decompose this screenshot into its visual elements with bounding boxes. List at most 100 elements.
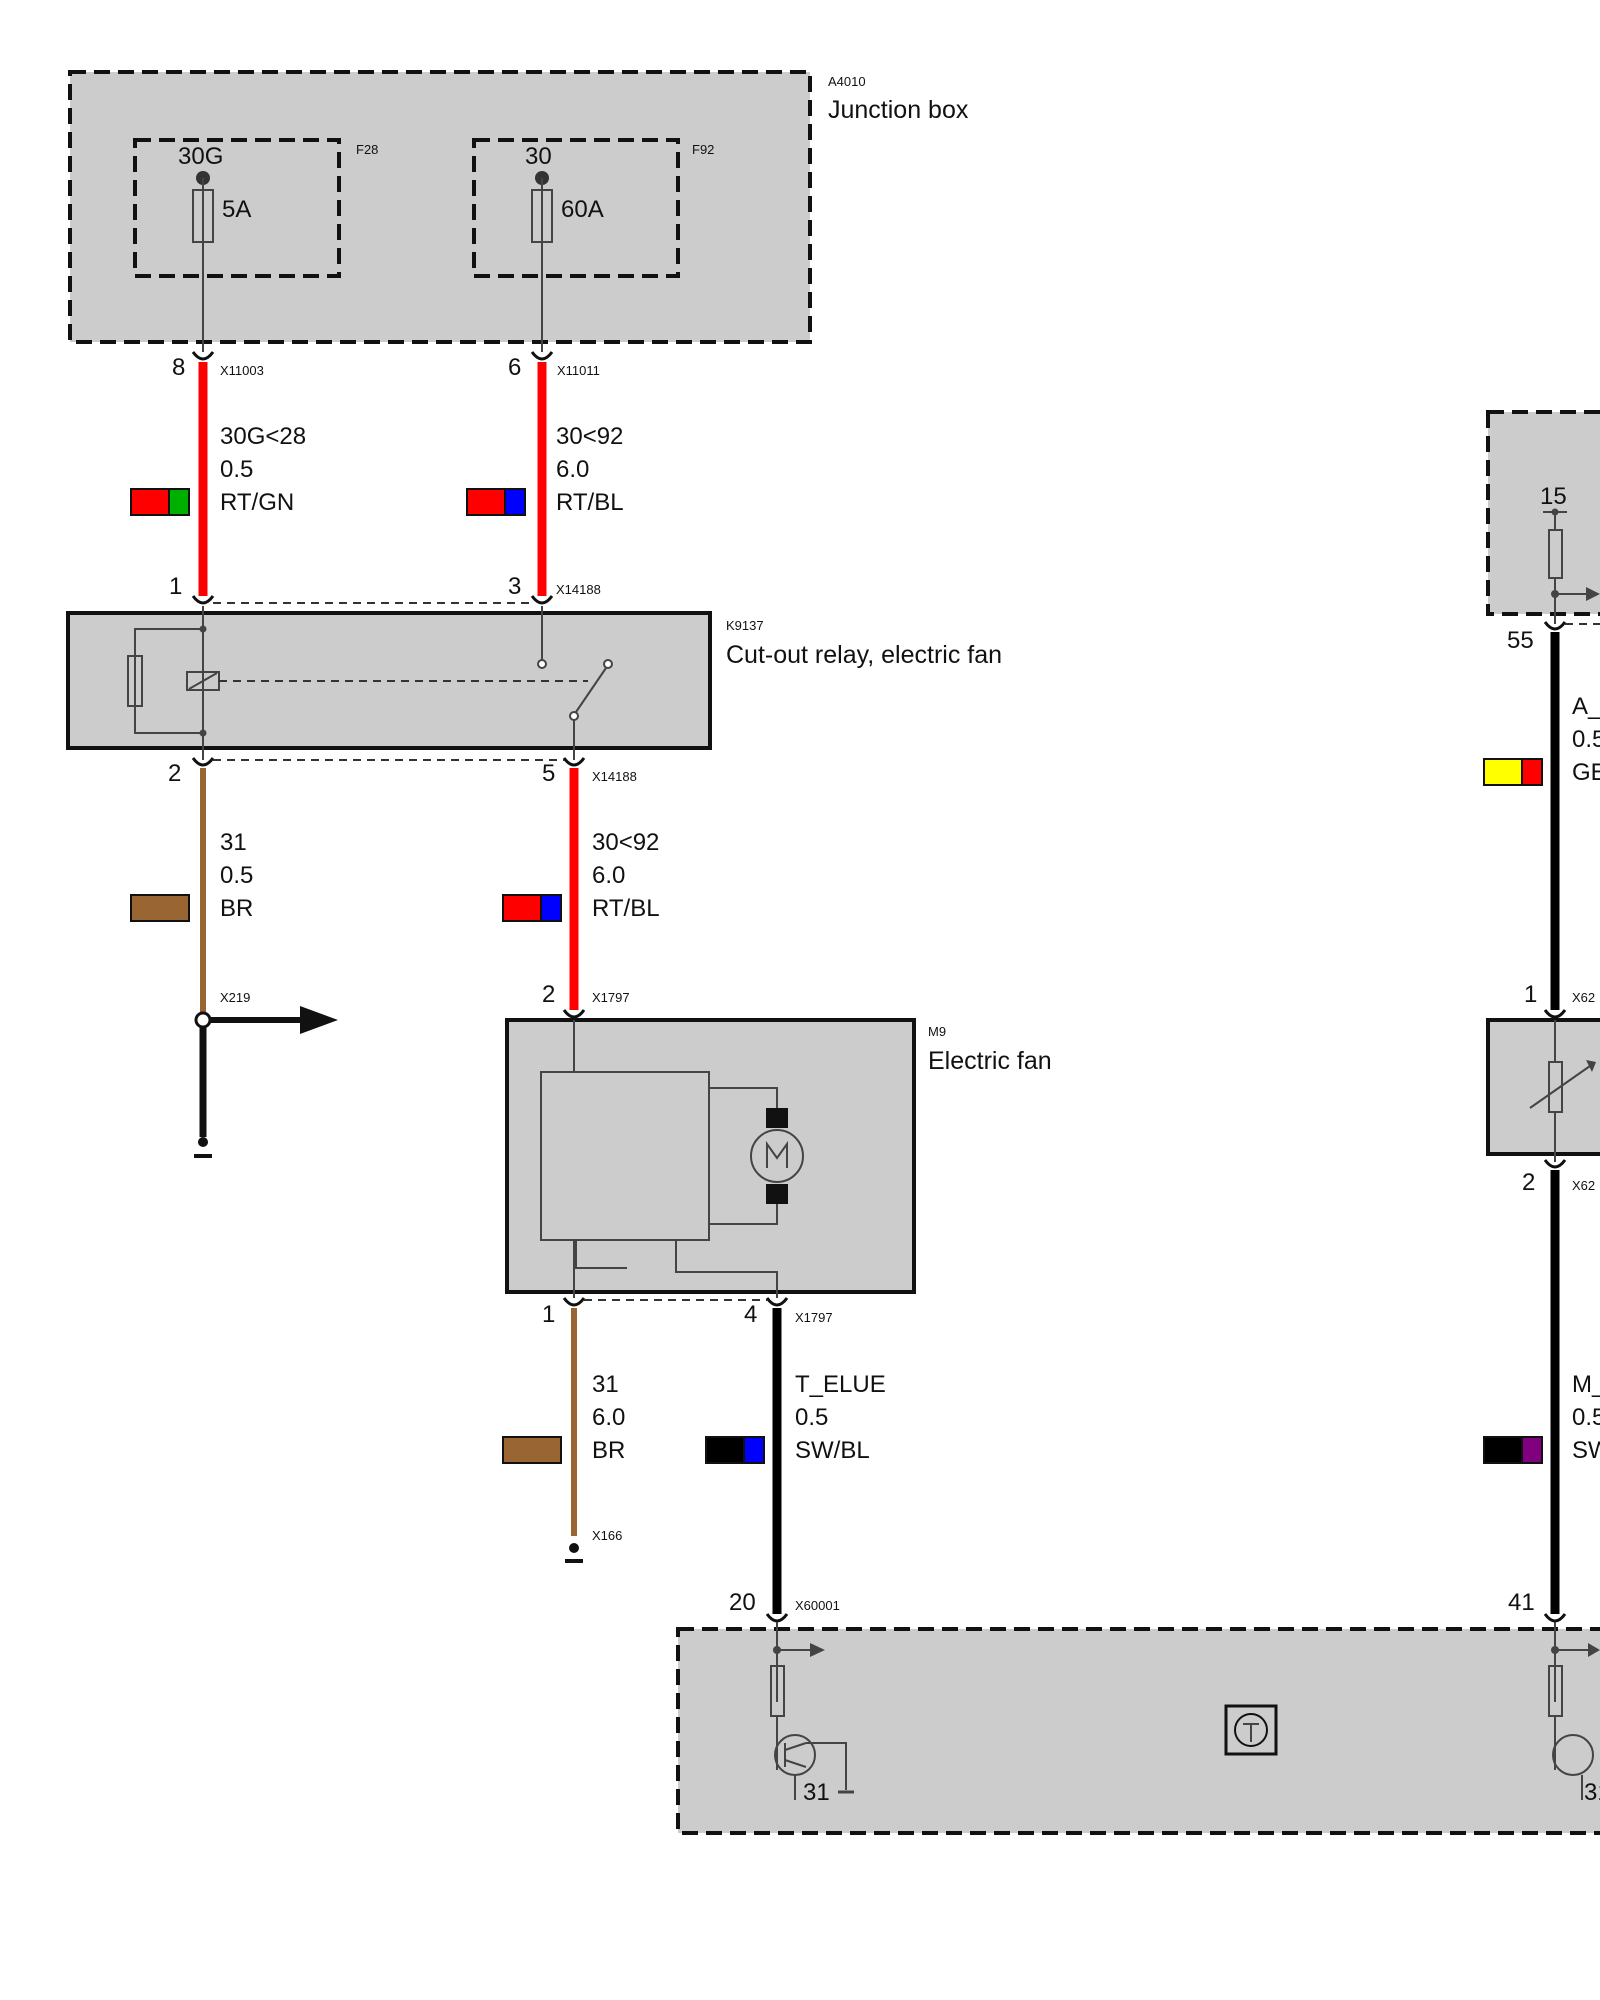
- control-unit-ground-right: 31: [1584, 1779, 1600, 1806]
- relay-switch-contact: [575, 667, 607, 713]
- connector-x14188-top-id: X14188: [556, 582, 601, 597]
- relay-id: K9137: [726, 618, 764, 633]
- wire-br-upper-code: BR: [220, 895, 253, 922]
- wire-sw-signal: M_: [1572, 1371, 1600, 1398]
- connector-x11011-pin: 6: [508, 354, 521, 381]
- wire-sw: M_ 0.5 SW: [1483, 1170, 1600, 1614]
- fuse-f28-rating: 5A: [222, 196, 251, 223]
- fan-name: Electric fan: [928, 1047, 1052, 1075]
- connector-x1797-bottom-right-pin: 4: [744, 1301, 757, 1328]
- connector-right-55: 55: [1507, 621, 1600, 654]
- connector-x11003-id: X11003: [220, 363, 264, 378]
- connector-x166-id: X166: [592, 1528, 622, 1543]
- wire-rt-gn-color-swatch: [130, 488, 190, 516]
- connector-x11003-pin: 8: [172, 354, 185, 381]
- connector-right-55-pin: 55: [1507, 627, 1534, 654]
- wire-ge-gauge: 0.5: [1572, 726, 1600, 753]
- wire-rt-gn-code: RT/GN: [220, 489, 294, 516]
- wire-br-lower-gauge: 6.0: [592, 1404, 625, 1431]
- right-box-top: 15: [1486, 410, 1600, 624]
- connector-x1797-top-pin: 2: [542, 981, 555, 1008]
- connector-x14188-bottom-id: X14188: [592, 769, 637, 784]
- relay-k9137: K9137 Cut-out relay, electric fan: [66, 606, 1002, 760]
- connector-x60001-id: X60001: [795, 1598, 840, 1613]
- wire-br-lower-signal: 31: [592, 1371, 619, 1398]
- connector-x1797-bottom-left-pin: 1: [542, 1301, 555, 1328]
- wire-sw-bl-code: SW/BL: [795, 1437, 870, 1464]
- connector-right-sensor-bottom: 2 X62: [1522, 1159, 1595, 1196]
- processor-icon: [1224, 1704, 1278, 1756]
- wire-rt-gn-gauge: 0.5: [220, 456, 253, 483]
- wire-sw-gauge: 0.5: [1572, 1404, 1600, 1431]
- control-unit-ground-left: 31: [803, 1779, 830, 1806]
- wire-sw-bl-color-swatch: [705, 1436, 765, 1464]
- connector-x14188-bottom-right-pin: 5: [542, 760, 555, 787]
- relay-name: Cut-out relay, electric fan: [726, 641, 1002, 669]
- connector-x14188-bottom-left-pin: 2: [168, 760, 181, 787]
- wire-rt-bl-upper-signal: 30<92: [556, 423, 623, 450]
- wire-br-lower-color-swatch: [502, 1436, 562, 1464]
- right-box-terminal: 15: [1540, 483, 1567, 510]
- wire-rt-bl-lower: 30<92 6.0 RT/BL: [502, 768, 660, 1010]
- wire-rt-bl-upper-color-swatch: [466, 488, 526, 516]
- wire-sw-code: SW: [1572, 1437, 1600, 1464]
- motor-icon: [750, 1129, 804, 1183]
- wire-br-upper: 31 0.5 BR: [130, 768, 253, 1013]
- connector-x11011-id: X11011: [557, 363, 600, 378]
- wire-rt-bl-lower-signal: 30<92: [592, 829, 659, 856]
- wire-sw-bl: T_ELUE 0.5 SW/BL: [705, 1308, 886, 1614]
- connector-right-sensor-top-pin: 1: [1524, 981, 1537, 1008]
- connector-x219: X219: [194, 990, 338, 1158]
- wire-ge-signal: A_: [1572, 693, 1600, 720]
- connector-x166: X166: [565, 1528, 622, 1563]
- relay-resistor: [127, 655, 143, 707]
- fan-id: M9: [928, 1024, 946, 1039]
- connector-x1797-top: 2 X1797: [542, 981, 630, 1019]
- wire-rt-gn: 30G<28 0.5 RT/GN: [130, 362, 306, 596]
- connector-x60001-right-pin: 41: [1508, 1589, 1535, 1616]
- continuation-arrow: [300, 1006, 338, 1034]
- fuse-f28: F28 30G 5A: [133, 138, 378, 352]
- connector-x60001-left-pin: 20: [729, 1589, 756, 1616]
- ground-symbol: [198, 1137, 208, 1147]
- fuse-f92: F92 30 60A: [472, 138, 714, 352]
- junction-box-id: A4010: [828, 74, 866, 89]
- output-arrow-left: [810, 1643, 825, 1657]
- wire-rt-gn-signal: 30G<28: [220, 423, 306, 450]
- connector-x14188-bottom: 2 5 X14188: [168, 757, 637, 787]
- wire-ge-color-swatch: [1483, 758, 1543, 786]
- wire-rt-bl-lower-code: RT/BL: [592, 895, 660, 922]
- connector-x219-id: X219: [220, 990, 250, 1005]
- connector-right-sensor-bottom-pin: 2: [1522, 1169, 1535, 1196]
- junction-box-name: Junction box: [828, 96, 969, 124]
- wire-sw-bl-signal: T_ELUE: [795, 1371, 886, 1398]
- connector-right-sensor-bottom-id: X62: [1572, 1178, 1595, 1193]
- connector-x14188-top-right-pin: 3: [508, 573, 521, 600]
- fuse-f92-rating: 60A: [561, 196, 604, 223]
- wire-rt-bl-upper: 30<92 6.0 RT/BL: [466, 362, 624, 596]
- connector-x1797-bottom-id: X1797: [795, 1310, 833, 1325]
- wire-rt-bl-lower-gauge: 6.0: [592, 862, 625, 889]
- wire-rt-bl-upper-code: RT/BL: [556, 489, 624, 516]
- output-arrow-right: [1588, 1643, 1600, 1657]
- control-unit: 31 31: [676, 1622, 1600, 1835]
- wire-ge-code: GE: [1572, 759, 1600, 786]
- wire-br-upper-signal: 31: [220, 829, 247, 856]
- wire-br-lower: 31 6.0 BR: [502, 1308, 625, 1536]
- wire-sw-color-swatch: [1483, 1436, 1543, 1464]
- wire-br-upper-color-swatch: [130, 894, 190, 922]
- connector-x11011: 6 X11011: [508, 351, 600, 381]
- wire-rt-bl-lower-color-swatch: [502, 894, 562, 922]
- transistor-icon-right: [1552, 1734, 1594, 1776]
- junction-box: A4010 Junction box F28 30G 5A F92 30 60A: [68, 70, 969, 352]
- fuse-f28-terminal: 30G: [178, 143, 223, 170]
- connector-x14188-top-left-pin: 1: [169, 573, 182, 600]
- electric-fan-m9: M9 Electric fan: [505, 1018, 1052, 1298]
- ground-symbol-fan: [569, 1543, 579, 1553]
- connector-x14188-top: 1 3 X14188: [169, 573, 601, 605]
- connector-right-sensor-top: 1 X62: [1524, 981, 1595, 1019]
- wire-sw-bl-gauge: 0.5: [795, 1404, 828, 1431]
- connector-x1797-bottom: 1 4 X1797: [542, 1297, 833, 1328]
- right-sensor: [1486, 1018, 1600, 1162]
